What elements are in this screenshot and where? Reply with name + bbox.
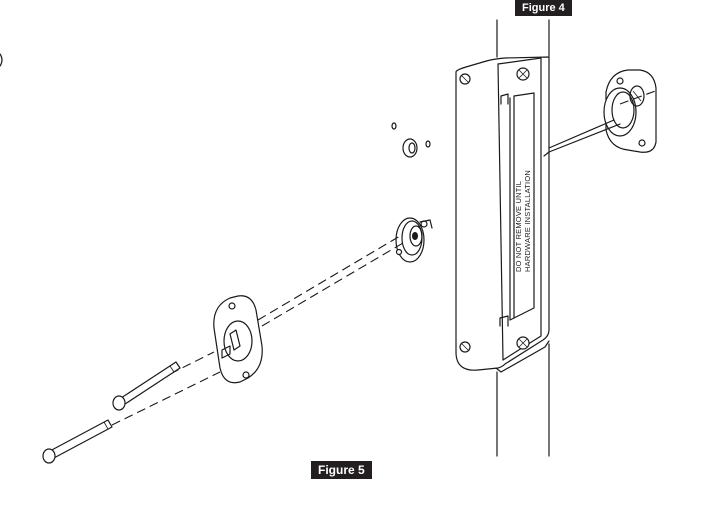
- bolt-lower: [42, 419, 113, 464]
- pin-small-1: [391, 122, 397, 130]
- pin-small-2: [425, 140, 431, 148]
- figure-5-label: Figure 5: [311, 461, 372, 479]
- figure-4-label: Figure 4: [515, 0, 572, 16]
- plate-screw-bottom-left: [459, 341, 471, 353]
- warning-line-1: DO NOT REMOVE UNTIL: [514, 181, 523, 272]
- edge-mark: [0, 53, 3, 67]
- plate-screw-top-left: [459, 73, 471, 85]
- spindle-right: [543, 89, 659, 157]
- strike-plate-warning: DO NOT REMOVE UNTIL HARDWARE INSTALLATIO…: [514, 170, 532, 272]
- warning-line-2: HARDWARE INSTALLATION: [523, 170, 532, 272]
- bolt-upper: [112, 361, 181, 411]
- strike-plate: [455, 56, 550, 373]
- inner-rosette: [395, 217, 433, 263]
- plate-screw-bottom-right: [516, 336, 530, 350]
- door-frame: [496, 19, 550, 457]
- spacer-ring: [402, 138, 418, 158]
- trim-rose-right: [603, 69, 657, 153]
- plate-screw-top-right: [516, 67, 530, 81]
- trim-plate-left: [213, 295, 263, 384]
